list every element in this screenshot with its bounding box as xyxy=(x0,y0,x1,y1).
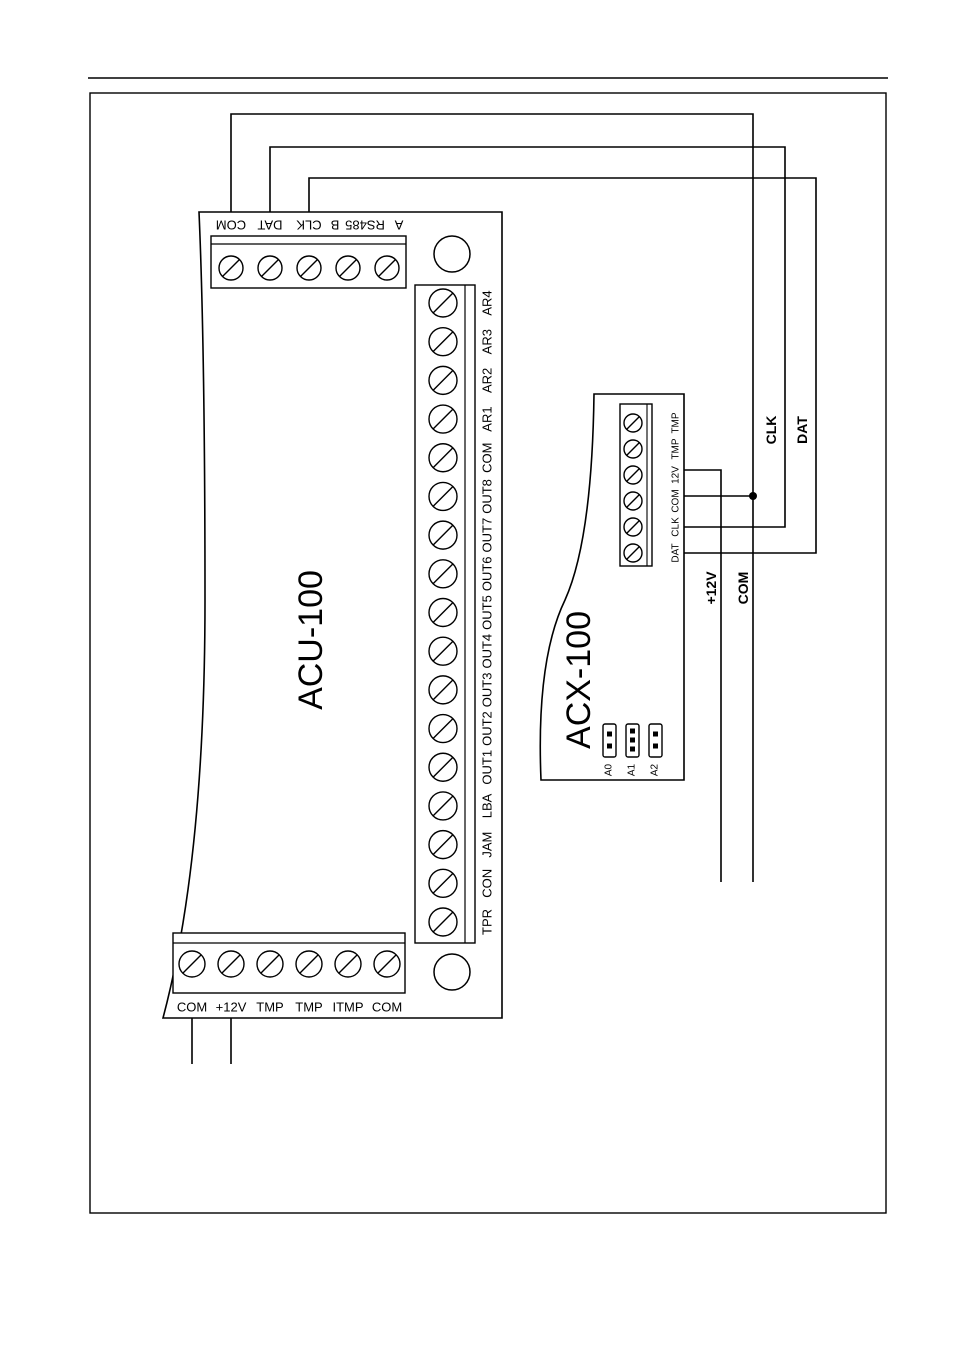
power-terminal-label-4: ITMP xyxy=(332,999,363,1014)
main-terminal-screw-5-slot xyxy=(432,717,454,740)
power-terminal-label-5: COM xyxy=(372,999,402,1014)
dat-wire-label: DAT xyxy=(794,416,810,444)
jumper-label-2: A2 xyxy=(650,763,661,776)
jumper-2-pin-0 xyxy=(653,731,658,737)
v12-wire-label: +12V xyxy=(703,571,719,605)
power-terminal-label-1: +12V xyxy=(216,999,247,1014)
main-terminal-screw-11-slot xyxy=(432,485,454,508)
rs485-screw-4-slot xyxy=(377,258,397,278)
jumper-0 xyxy=(602,723,617,758)
acx-terminal-label-4: TMP xyxy=(671,438,682,459)
junction-dot xyxy=(749,492,757,500)
jumper-2 xyxy=(648,723,663,758)
main-terminal-label-1: CON xyxy=(479,869,494,898)
main-terminal-screw-1-slot xyxy=(432,872,454,894)
wire-dat xyxy=(308,177,817,554)
acx-terminal-label-1: CLK xyxy=(671,517,682,537)
acu-power-block xyxy=(172,932,406,994)
mounting-hole-top xyxy=(433,235,471,273)
main-terminal-label-16: AR4 xyxy=(479,290,494,315)
main-terminal-label-3: LBA xyxy=(479,793,494,818)
acx-terminal-screw-3-slot xyxy=(626,468,640,482)
acx-terminal-screw-4-slot xyxy=(626,442,640,456)
acx-terminal-label-5: TMP xyxy=(671,412,682,433)
rs485-terminal-label-5: A xyxy=(394,218,403,233)
main-terminal-label-10: OUT7 xyxy=(479,518,494,553)
mounting-hole-bottom xyxy=(433,953,471,991)
power-screw-0-slot xyxy=(182,954,202,974)
jumper-1-pin-1 xyxy=(630,737,635,743)
jumper-label-1: A1 xyxy=(627,763,638,776)
main-terminal-screw-4-slot xyxy=(432,756,454,778)
acx-terminal-label-2: COM xyxy=(671,489,682,512)
main-terminal-screw-16-slot xyxy=(432,292,454,314)
power-screw-2-slot xyxy=(260,954,280,974)
jumper-1-pin-2 xyxy=(630,746,635,752)
jumper-2-pin-1 xyxy=(653,743,658,749)
main-terminal-label-15: AR3 xyxy=(479,329,494,354)
rs485-terminal-label-2: CLK xyxy=(296,218,322,233)
clk-wire-label: CLK xyxy=(763,416,779,445)
main-terminal-label-11: OUT8 xyxy=(479,479,494,514)
wire-clk xyxy=(269,146,786,528)
wire-12v xyxy=(684,469,722,882)
main-terminal-screw-14-slot xyxy=(432,369,454,391)
main-terminal-screw-10-slot xyxy=(432,524,454,546)
main-terminal-screw-8-slot xyxy=(432,601,454,624)
rs485-screw-1-slot xyxy=(260,258,280,278)
acx-title: ACX-100 xyxy=(560,611,598,749)
rs485-screw-3-slot xyxy=(338,258,358,278)
main-terminal-label-12: COM xyxy=(479,443,494,473)
jumper-1-pin-0 xyxy=(630,728,635,734)
main-terminal-screw-2-slot xyxy=(432,834,454,856)
main-terminal-label-9: OUT6 xyxy=(479,556,494,591)
jumper-label-0: A0 xyxy=(604,763,615,776)
main-terminal-label-5: OUT2 xyxy=(479,711,494,746)
rs485-terminal-label-1: DAT xyxy=(257,218,282,233)
main-terminal-label-4: OUT1 xyxy=(479,750,494,785)
power-terminal-label-3: TMP xyxy=(295,999,322,1014)
main-terminal-label-14: AR2 xyxy=(479,368,494,393)
main-terminal-screw-12-slot xyxy=(432,447,454,469)
rs485-terminal-label-3: B xyxy=(331,218,340,233)
acu-title: ACU-100 xyxy=(292,570,330,710)
power-screw-4-slot xyxy=(338,954,358,974)
com-wire-label: COM xyxy=(735,572,751,605)
acx-terminal-label-3: 12V xyxy=(671,466,682,484)
main-terminal-label-8: OUT5 xyxy=(479,595,494,630)
acx-terminal-screw-1-slot xyxy=(626,520,640,534)
acx-terminal-screw-5-slot xyxy=(626,416,640,430)
power-terminal-label-0: COM xyxy=(177,999,207,1014)
jumper-0-pin-1 xyxy=(607,743,612,749)
power-screw-5-slot xyxy=(377,954,397,974)
main-terminal-label-0: TPR xyxy=(479,909,494,935)
figure-frame xyxy=(89,92,887,1214)
main-terminal-label-7: OUT4 xyxy=(479,634,494,669)
main-terminal-label-2: JAM xyxy=(479,832,494,858)
acx-terminal-screw-0-slot xyxy=(626,546,640,560)
rs485-screw-2-slot xyxy=(299,258,319,278)
main-terminal-label-13: AR1 xyxy=(479,406,494,431)
main-terminal-screw-0-slot xyxy=(432,911,454,933)
rs485-terminal-label-0: COM xyxy=(216,218,246,233)
main-terminal-screw-13-slot xyxy=(432,408,454,430)
power-screw-3-slot xyxy=(299,954,319,974)
main-terminal-screw-6-slot xyxy=(432,679,454,701)
acx-terminal-screw-2-slot xyxy=(626,494,640,508)
main-terminal-screw-3-slot xyxy=(432,795,454,817)
main-terminal-label-6: OUT3 xyxy=(479,673,494,708)
power-screw-1-slot xyxy=(221,954,241,974)
main-terminal-screw-9-slot xyxy=(432,563,454,585)
rs485-terminal-label-4: RS485 xyxy=(345,218,385,233)
jumper-0-pin-0 xyxy=(607,731,612,737)
main-terminal-screw-7-slot xyxy=(432,640,454,662)
power-terminal-label-2: TMP xyxy=(256,999,283,1014)
acx-terminal-label-0: DAT xyxy=(671,543,682,562)
rs485-screw-0-slot xyxy=(221,258,241,278)
main-terminal-screw-15-slot xyxy=(432,331,454,353)
